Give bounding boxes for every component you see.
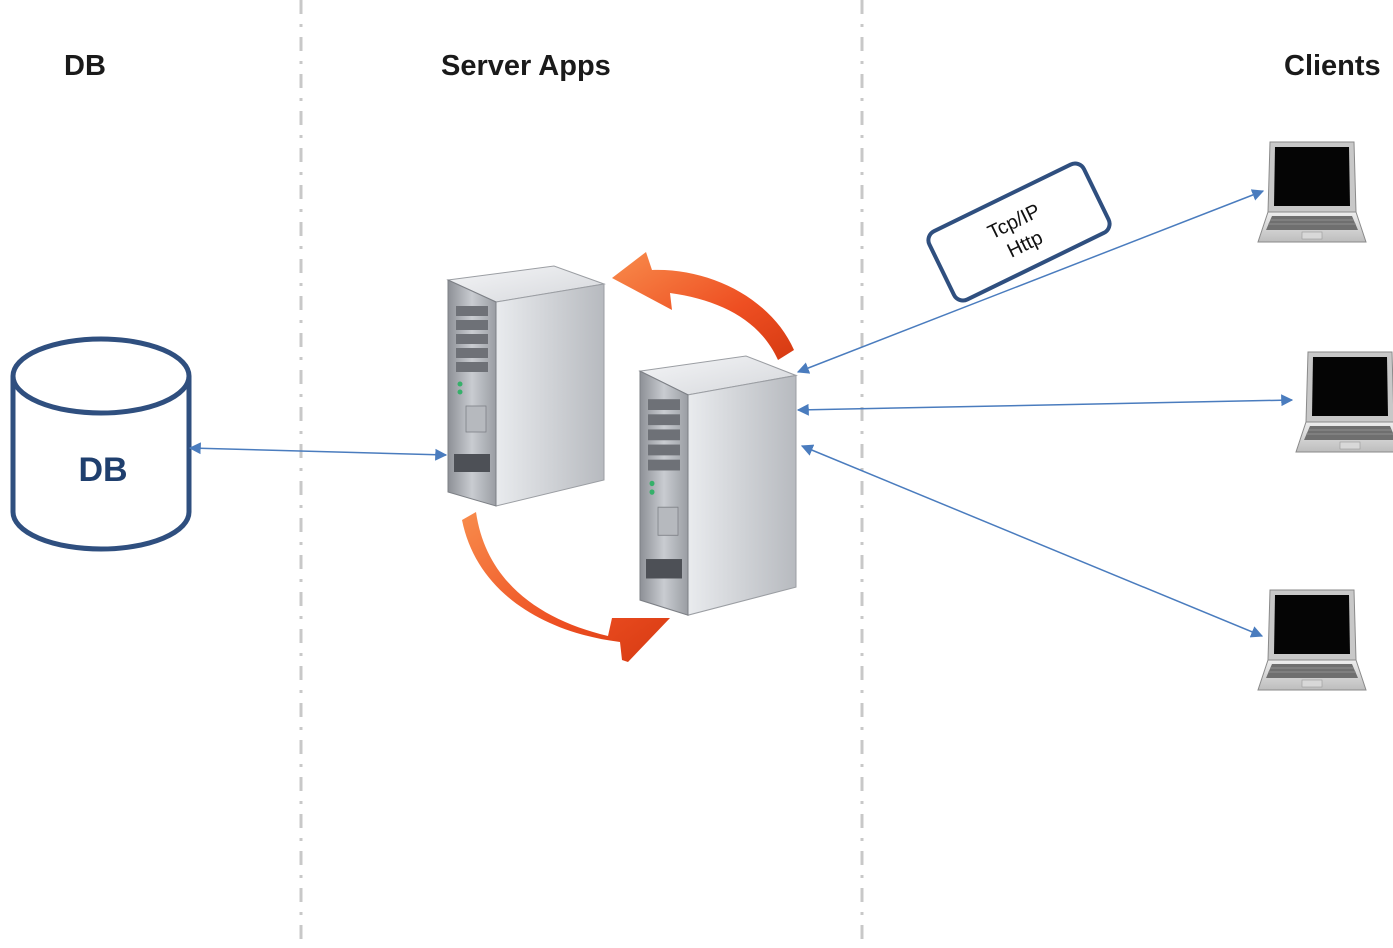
- client-laptop-middle-icon: [1295, 351, 1393, 453]
- client-connection-top: [796, 189, 1265, 374]
- client-laptop-top-icon: [1257, 141, 1367, 243]
- server-right-icon: [639, 355, 797, 616]
- column-heading-clients: Clients: [1284, 50, 1381, 82]
- database-cylinder: DB: [10, 336, 192, 552]
- sync-arrows-icon: [462, 252, 794, 662]
- client-connection-bottom: [800, 444, 1264, 638]
- column-heading-server-apps: Server Apps: [441, 50, 611, 82]
- column-heading-db: DB: [64, 50, 106, 82]
- client-laptop-bottom-icon: [1257, 589, 1367, 691]
- client-connection-middle: [796, 394, 1294, 416]
- server-left-icon: [447, 265, 605, 507]
- protocol-label: Tcp/IP Http: [926, 161, 1112, 303]
- db-server-connection: [188, 442, 448, 461]
- database-label: DB: [78, 451, 127, 489]
